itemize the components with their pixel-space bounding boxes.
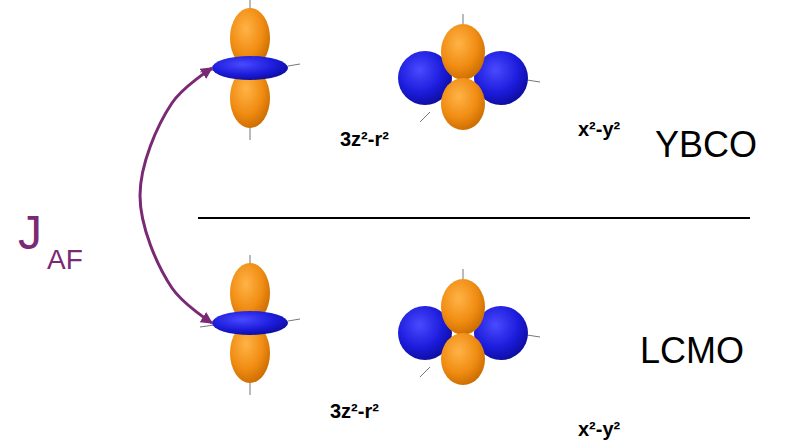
dz2-orbital (200, 0, 300, 140)
layer-label: LCMO (640, 330, 744, 371)
dx2y2-orbital (398, 14, 540, 130)
orbital-node: 3z²-r² (212, 255, 417, 430)
exchange-arrow (140, 68, 212, 323)
dz2-orbital (200, 255, 300, 395)
orbital-node: x²-y² (400, 20, 650, 150)
orbital-label: 3z²-r² (340, 128, 389, 151)
layer-label: YBCO (655, 124, 757, 165)
orbital-node: x²-y² (400, 275, 650, 443)
orbital-label: x²-y² (578, 418, 620, 441)
coupling-label: J (18, 205, 42, 260)
interface-line (198, 217, 750, 219)
orbital-node: 3z²-r² (212, 0, 417, 160)
dx2y2-orbital (398, 269, 540, 385)
orbital-label: x²-y² (578, 118, 620, 141)
orbital-label: 3z²-r² (330, 400, 379, 423)
subscript-label: AF (47, 244, 83, 276)
